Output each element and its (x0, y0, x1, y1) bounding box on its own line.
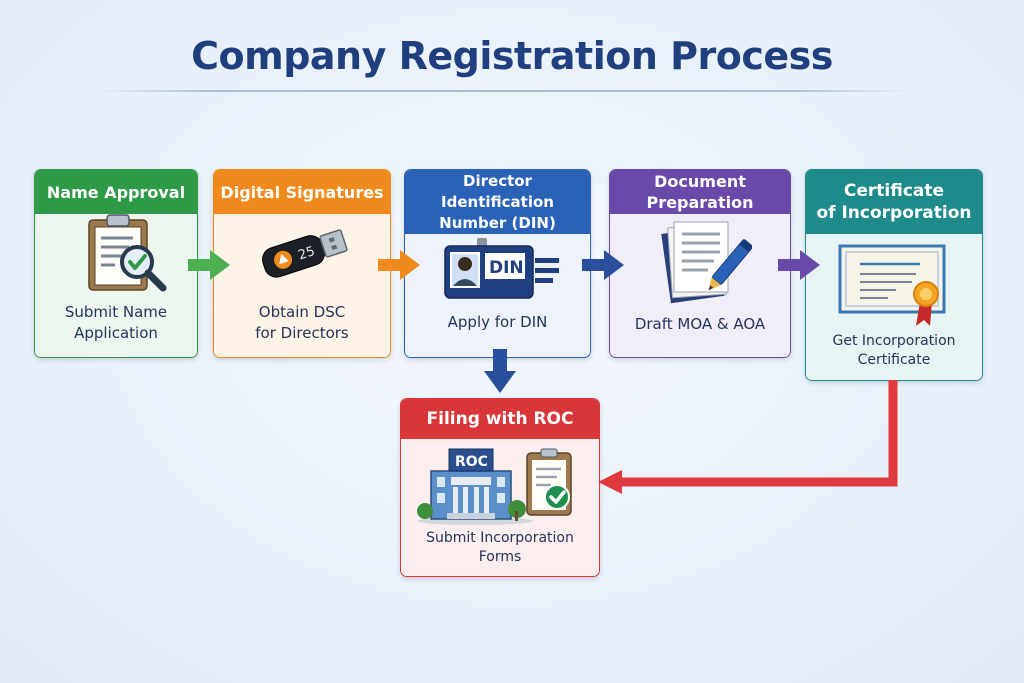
step-heading-text: Name Approval (46, 182, 186, 202)
step-heading: Name Approval (35, 170, 197, 214)
step-heading-text: Certificate of Incorporation (816, 181, 972, 223)
roc-sign: ROC (455, 454, 488, 470)
usb-label: 25 (296, 244, 316, 263)
id-card-label: DIN (489, 258, 524, 278)
arrow-down-icon (484, 349, 516, 393)
step-heading: Document Preparation (610, 170, 790, 214)
arrow-right-icon (778, 250, 820, 280)
step-heading-text: Filing with ROC (426, 408, 574, 429)
certificate-icon (838, 244, 946, 326)
clipboard-magnifier-icon (88, 214, 167, 292)
step-heading: Digital Signatures (214, 170, 390, 214)
step-description: Submit Name Application (64, 303, 168, 342)
step-description: Submit Incorporation Forms (426, 530, 574, 565)
usb-token-icon: 25 (262, 229, 348, 278)
step-heading: Certificate of Incorporation (806, 170, 982, 234)
step-name-approval: Name Approval Submit Name Application (34, 169, 198, 358)
step-heading-text: Document Preparation (646, 172, 754, 212)
step-heading-text: Digital Signatures (220, 182, 384, 202)
connector-arrow-icon (598, 380, 898, 494)
step-description: Obtain DSC for Directors (255, 303, 349, 342)
id-card-icon: DIN (444, 238, 559, 299)
arrow-right-icon (188, 250, 230, 280)
documents-pen-icon (661, 221, 752, 304)
step-heading-text: Director Identification Number (DIN) (439, 171, 556, 232)
step-digital-signatures: Digital Signatures 25 Obtain DSC for Dir… (213, 169, 391, 358)
roc-building-icon: ROC (417, 448, 572, 525)
step-description: Get Incorporation Certificate (832, 333, 956, 368)
page-title: Company Registration Process (191, 34, 833, 78)
step-filing-with-roc: Filing with ROC ROC (400, 398, 600, 577)
arrow-right-icon (582, 250, 624, 280)
step-certificate-of-incorporation: Certificate of Incorporation Get Incorpo… (805, 169, 983, 381)
step-heading: Filing with ROC (401, 399, 599, 439)
step-din: Director Identification Number (DIN) DIN… (404, 169, 591, 358)
title-divider (95, 90, 910, 92)
step-description: Apply for DIN (447, 313, 548, 331)
arrow-right-icon (378, 250, 420, 280)
step-description: Draft MOA & AOA (634, 315, 766, 333)
step-heading: Director Identification Number (DIN) (405, 170, 590, 234)
step-document-preparation: Document Preparation Draft MOA & AOA (609, 169, 791, 358)
